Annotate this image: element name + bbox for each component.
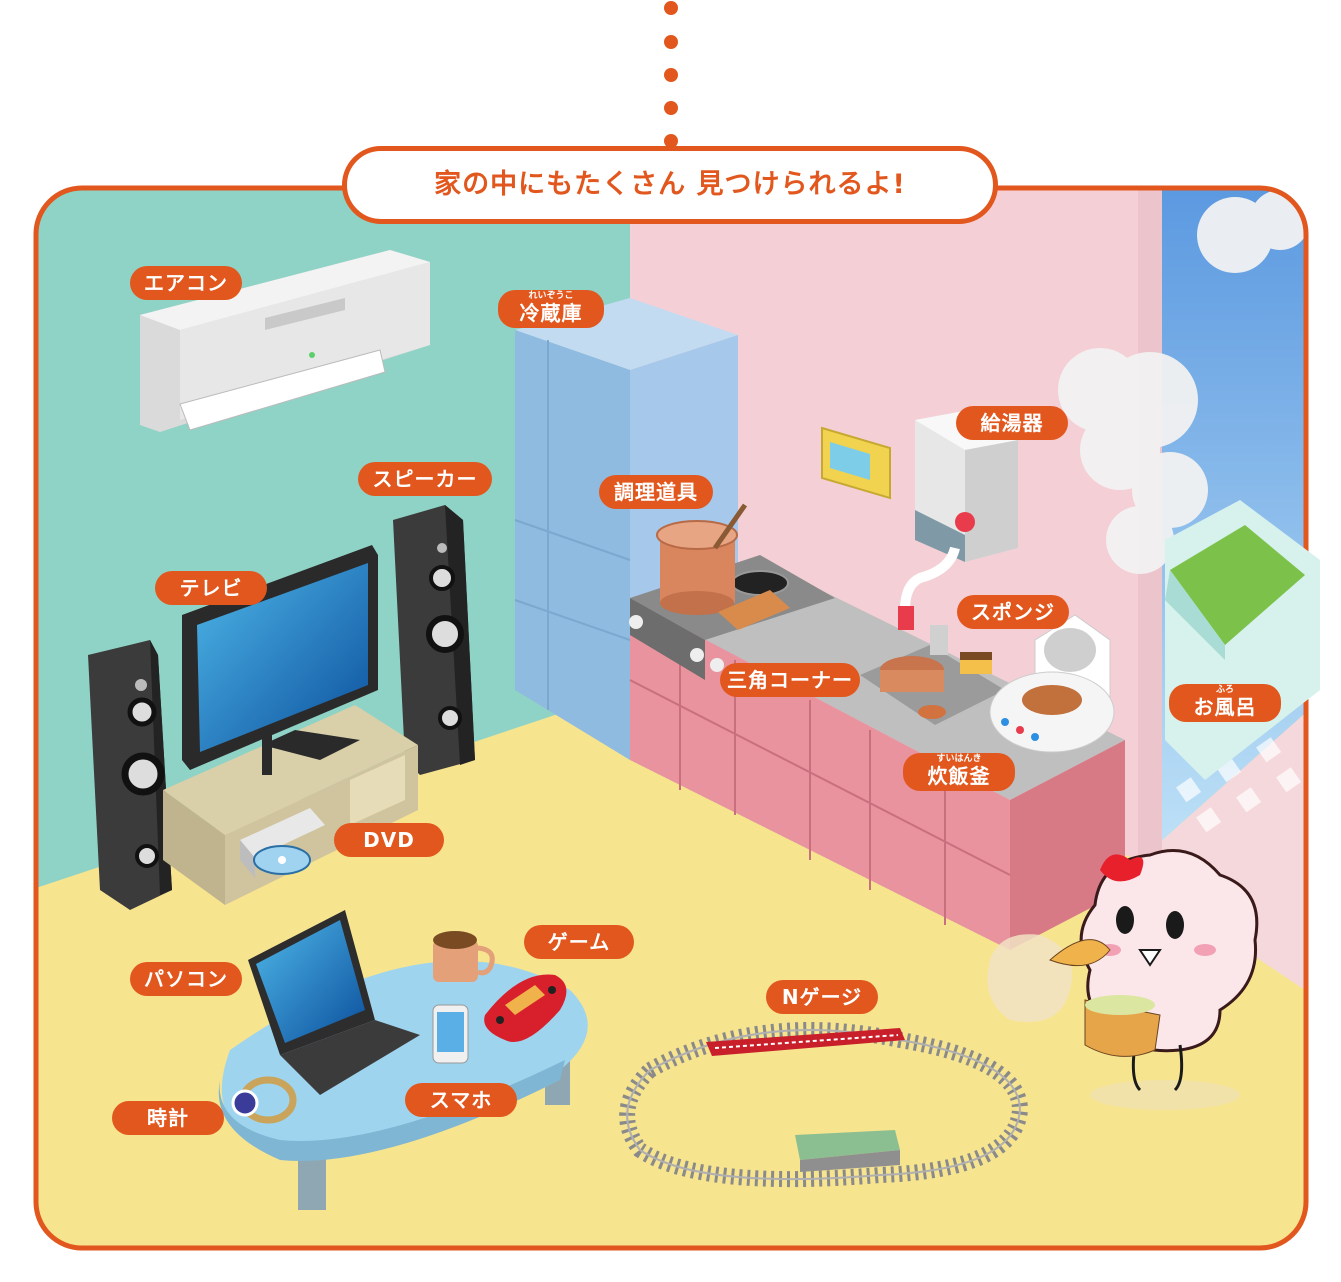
speaker-icon	[393, 505, 475, 775]
label-bath-ruby: ふろ	[1215, 685, 1234, 695]
label-rice-cooker-text: 炊飯釜	[927, 764, 991, 788]
label-rice-cooker: すいはんき 炊飯釜	[903, 753, 1015, 791]
label-sink-corner: 三角コーナー	[720, 663, 860, 697]
label-tv: テレビ	[155, 571, 267, 605]
station-platform	[795, 1130, 900, 1172]
aircon-icon	[140, 250, 430, 432]
label-bath-text: お風呂	[1193, 695, 1257, 719]
speaker-icon	[88, 640, 172, 910]
label-cookware: 調理道具	[599, 475, 713, 509]
rice-cooker-icon	[989, 614, 1115, 753]
train-track-icon	[619, 1022, 1029, 1188]
label-dvd: DVD	[334, 823, 444, 857]
mug-icon	[433, 931, 495, 982]
label-water-heater: 給湯器	[956, 406, 1068, 440]
label-fridge-ruby: れいぞうこ	[528, 291, 574, 301]
label-fridge-text: 冷蔵庫	[519, 301, 583, 325]
label-bath: ふろ お風呂	[1169, 684, 1281, 722]
control-panel-icon	[821, 426, 891, 500]
smartphone-icon	[432, 1004, 469, 1064]
label-sponge: スポンジ	[957, 595, 1069, 629]
label-game: ゲーム	[524, 925, 634, 959]
sink-icon	[860, 625, 1005, 725]
label-pc: パソコン	[130, 962, 242, 996]
dvd-player-icon	[240, 808, 325, 878]
dotted-connector	[664, 1, 678, 148]
label-rice-cooker-ruby: すいはんき	[936, 754, 982, 764]
label-aircon: エアコン	[130, 266, 242, 300]
page-title: 家の中にもたくさん 見つけられるよ!	[342, 146, 998, 224]
label-fridge: れいぞうこ 冷蔵庫	[498, 290, 604, 328]
label-speaker: スピーカー	[358, 462, 492, 496]
game-console-icon	[484, 974, 567, 1042]
label-watch: 時計	[112, 1101, 224, 1135]
train-icon	[706, 1028, 905, 1056]
watch-icon	[231, 1076, 297, 1124]
label-smartphone: スマホ	[405, 1083, 517, 1117]
pot-icon	[656, 503, 790, 630]
mascot-icon	[987, 849, 1259, 1110]
laptop-icon	[248, 910, 420, 1095]
label-n-gauge: Nゲージ	[766, 980, 878, 1014]
